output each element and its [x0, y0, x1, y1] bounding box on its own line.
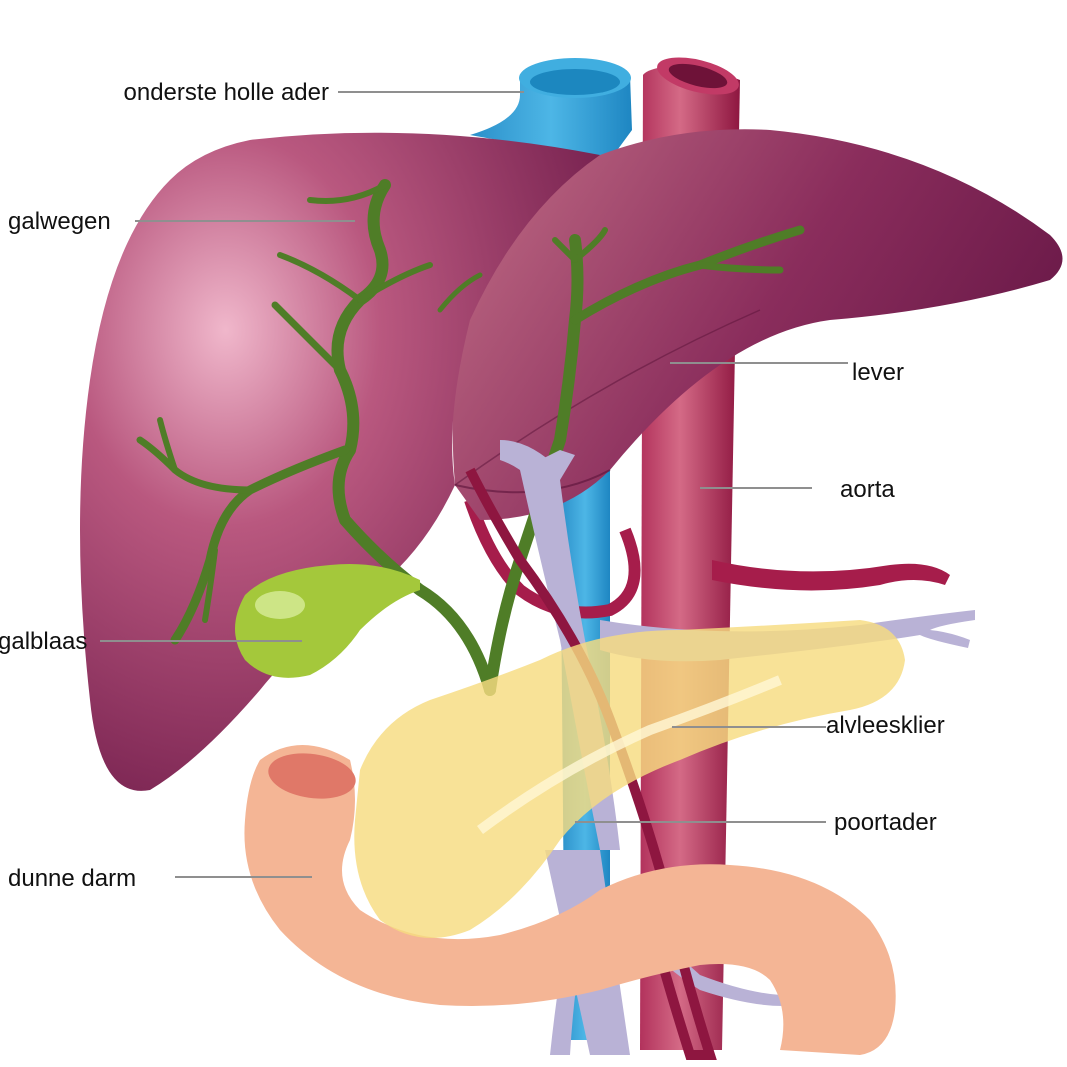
label-small-intestine: dunne darm: [8, 865, 136, 892]
label-aorta: aorta: [840, 476, 895, 503]
label-bile-ducts: galwegen: [8, 208, 111, 235]
label-inferior-vena-cava: onderste holle ader: [124, 79, 329, 106]
label-liver: lever: [852, 359, 904, 386]
label-pancreas: alvleesklier: [826, 712, 945, 739]
label-portal-vein: poortader: [834, 809, 937, 836]
label-gallbladder: galblaas: [0, 628, 87, 655]
